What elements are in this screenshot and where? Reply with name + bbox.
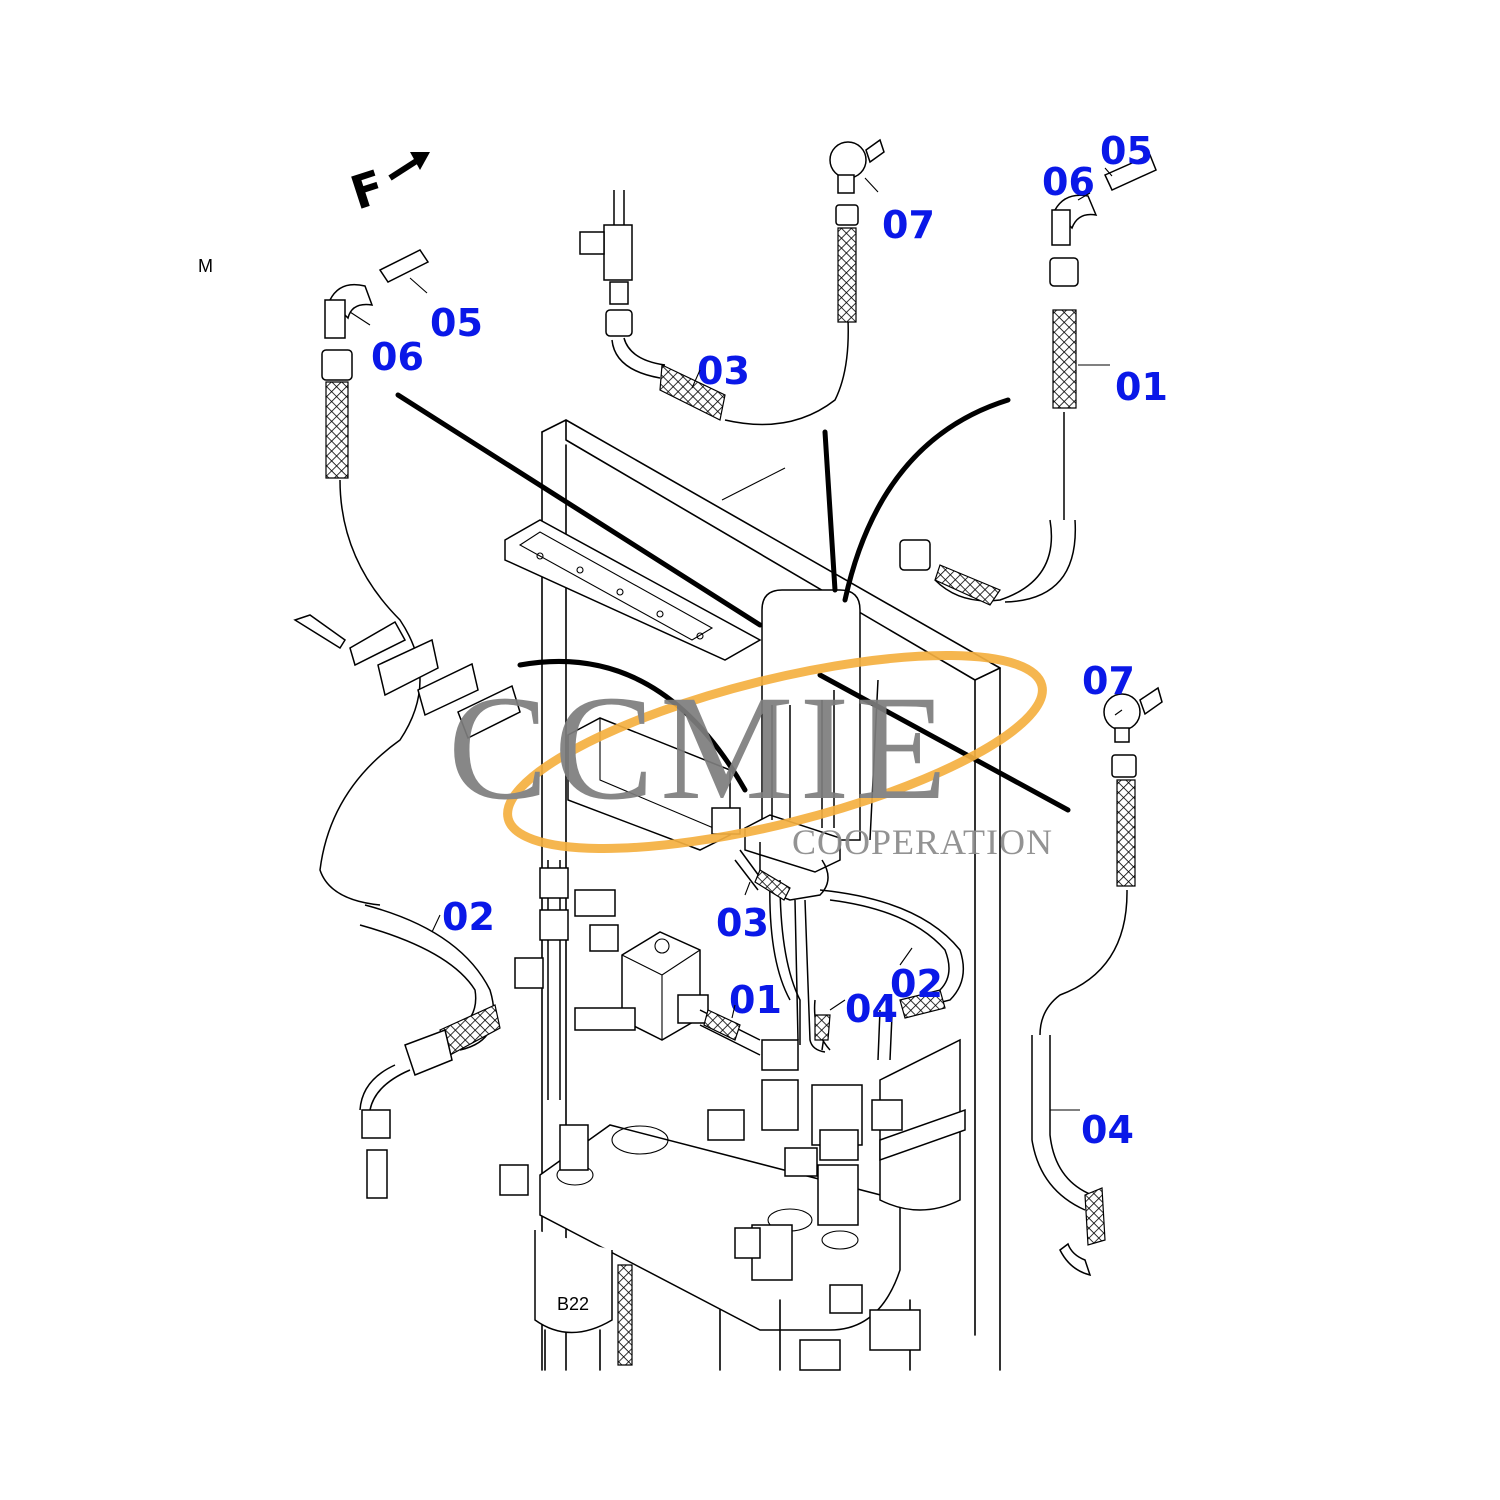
callout-06-right: 06 bbox=[1042, 160, 1095, 204]
callout-05-right: 05 bbox=[1100, 129, 1153, 173]
watermark: CCMIE COOPERATION bbox=[448, 651, 1053, 862]
callout-03-top: 03 bbox=[697, 349, 750, 393]
callout-02-mid: 02 bbox=[890, 962, 943, 1006]
top-right-hose-assembly bbox=[899, 153, 1157, 606]
left-hose-assembly bbox=[293, 249, 521, 1199]
callout-05-left: 05 bbox=[430, 301, 483, 345]
module-label: B22 bbox=[557, 1294, 589, 1314]
callout-01-right: 01 bbox=[1115, 365, 1168, 409]
callout-06-left: 06 bbox=[371, 335, 424, 379]
callout-04-mid: 04 bbox=[845, 987, 898, 1031]
top-center-hose-assembly bbox=[579, 138, 885, 426]
callout-labels: 05 06 03 07 06 05 01 07 02 03 01 04 02 0… bbox=[371, 129, 1168, 1152]
callout-03-mid: 03 bbox=[716, 901, 769, 945]
forward-arrow-icon: F bbox=[344, 152, 430, 220]
forward-letter: F bbox=[344, 159, 391, 220]
callout-07-right: 07 bbox=[1082, 659, 1135, 703]
callout-02-left: 02 bbox=[442, 895, 495, 939]
leader-lines bbox=[395, 392, 1071, 813]
callout-04-right: 04 bbox=[1081, 1108, 1134, 1152]
view-letter: M bbox=[198, 256, 213, 276]
mounting-frame: B22 bbox=[499, 419, 1001, 1371]
watermark-sub: COOPERATION bbox=[792, 822, 1053, 862]
watermark-brand: CCMIE bbox=[448, 665, 953, 831]
callout-leaders bbox=[349, 167, 1123, 1111]
hose-routing bbox=[699, 679, 965, 1061]
callout-07-top: 07 bbox=[882, 203, 935, 247]
right-hose-assembly bbox=[1031, 686, 1163, 1277]
callout-01-mid: 01 bbox=[729, 978, 782, 1022]
